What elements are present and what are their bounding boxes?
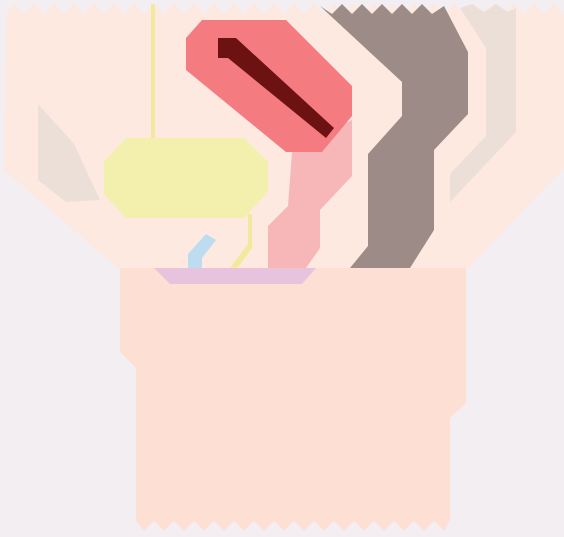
yellow-line xyxy=(151,4,155,140)
yellow-shape xyxy=(104,138,268,218)
lavender-band xyxy=(154,268,316,284)
lower-body-region xyxy=(120,268,466,531)
